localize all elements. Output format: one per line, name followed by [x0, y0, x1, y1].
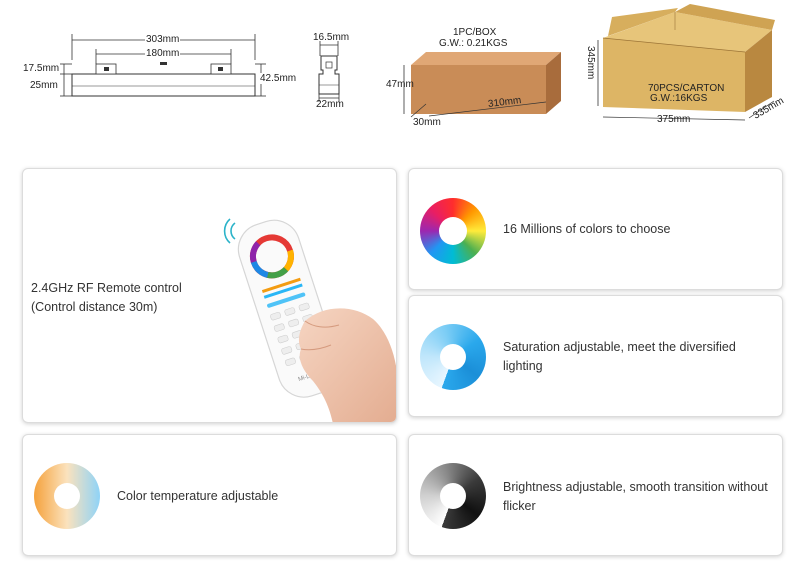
carton-label-line1: 70PCS/CARTON — [648, 83, 725, 94]
carton-dim-length: 375mm — [657, 114, 691, 125]
dim-profile-width-bottom: 22mm — [316, 99, 344, 110]
box-dim-height: 47mm — [386, 79, 414, 90]
saturation-feature-text: Saturation adjustable, meet the diversif… — [503, 340, 736, 373]
dim-height-bottom: 25mm — [30, 80, 58, 91]
temperature-card: Color temperature adjustable — [22, 434, 397, 556]
box-dim-width: 30mm — [413, 117, 441, 128]
remote-control-illustration: Mi-Light — [223, 218, 396, 422]
dim-height-top: 17.5mm — [23, 63, 60, 74]
colors-feature-text: 16 Millions of colors to choose — [503, 222, 671, 236]
dim-length-inner: 180mm — [145, 48, 181, 59]
carton-label-line2: G.W.:16KGS — [650, 93, 708, 104]
temperature-feature-text: Color temperature adjustable — [117, 489, 279, 503]
dim-height-total: 42.5mm — [259, 73, 298, 84]
fixture-side-drawing — [60, 4, 775, 121]
colors-card: 16 Millions of colors to choose — [408, 168, 783, 290]
saturation-card: Saturation adjustable, meet the diversif… — [408, 295, 783, 417]
brightness-feature-text: Brightness adjustable, smooth transition… — [503, 480, 768, 513]
box-label-line2: G.W.: 0.21KGS — [439, 38, 508, 49]
brightness-card: Brightness adjustable, smooth transition… — [408, 434, 783, 556]
carton-dim-height: 345mm — [585, 46, 596, 80]
remote-control-card: 2.4GHz RF Remote control (Control distan… — [22, 168, 397, 423]
remote-feature-line2: (Control distance 30m) — [31, 300, 158, 314]
remote-feature-line1: 2.4GHz RF Remote control — [31, 281, 182, 295]
box-label-line1: 1PC/BOX — [453, 27, 497, 38]
dim-length-total: 303mm — [145, 34, 181, 45]
dim-profile-width-top: 16.5mm — [313, 32, 350, 43]
